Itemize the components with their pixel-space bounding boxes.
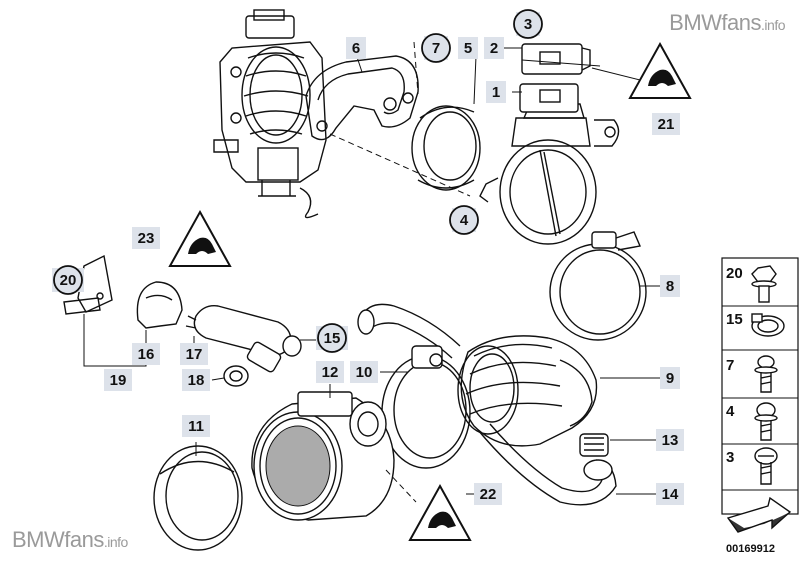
callout-21: 21	[652, 113, 680, 135]
callout-11: 11	[182, 415, 210, 437]
callout-13: 13	[656, 429, 684, 451]
throttle-body-assembly	[213, 9, 327, 219]
intake-boot	[457, 335, 598, 447]
watermark-suffix: .info	[761, 17, 785, 33]
callout-9: 9	[660, 367, 680, 389]
callout-7: 7	[421, 33, 451, 63]
callout-16: 16	[132, 343, 160, 365]
callout-10: 10	[350, 361, 378, 383]
watermark-suffix: .info	[103, 534, 128, 550]
callout-15: 15	[316, 323, 348, 353]
side-item-label: 4	[726, 403, 735, 420]
callout-5: 5	[458, 37, 478, 59]
side-item-label: 20	[726, 265, 743, 282]
callout-label: 1	[492, 84, 500, 101]
side-item-label: 15	[726, 311, 743, 328]
callout-label: 22	[480, 486, 497, 503]
breather-hose	[357, 303, 461, 359]
valve-holder	[136, 281, 183, 329]
callout-label: 6	[352, 40, 360, 57]
screw-washer-icon	[754, 355, 778, 393]
callout-label: 3	[524, 16, 532, 33]
watermark-brand: BMWfans	[12, 527, 104, 552]
small-parts-panel: 20 15 7 4 3	[721, 257, 799, 555]
callout-1: 1	[486, 81, 506, 103]
throttle-gasket	[305, 55, 419, 141]
side-item-label: 3	[726, 449, 734, 466]
callout-14: 14	[656, 483, 684, 505]
watermark-brand: BMWfans	[669, 10, 762, 35]
callout-label: 10	[356, 364, 373, 381]
callout-label: 17	[186, 346, 203, 363]
callout-label: 15	[324, 330, 341, 347]
connector-plug	[521, 43, 591, 75]
callout-20: 20	[52, 265, 84, 295]
arrow-icon	[726, 496, 792, 533]
sealing-ring	[411, 105, 481, 191]
callout-label: 16	[138, 346, 155, 363]
callout-label: 9	[666, 370, 674, 387]
warning-triangle-icon	[408, 483, 472, 541]
bolt-hex-washer-icon	[751, 265, 777, 303]
callout-label: 20	[60, 272, 77, 289]
callout-label: 2	[490, 40, 498, 57]
callout-label: 19	[110, 372, 127, 389]
callout-label: 13	[662, 432, 679, 449]
callout-label: 12	[322, 364, 339, 381]
vent-hose	[477, 423, 617, 506]
callout-label: 14	[662, 486, 679, 503]
callout-22: 22	[474, 483, 502, 505]
callout-label: 23	[138, 230, 155, 247]
warning-triangle-icon	[168, 209, 232, 267]
idle-control-valve	[185, 305, 302, 373]
warning-triangle-icon	[628, 41, 692, 99]
hose-clamp-large	[549, 231, 647, 341]
clamp-ring	[381, 345, 471, 469]
callout-4: 4	[449, 205, 479, 235]
callout-label: 7	[432, 40, 440, 57]
callout-label: 21	[658, 116, 675, 133]
callout-label: 4	[460, 212, 469, 229]
callout-18: 18	[182, 369, 210, 391]
callout-23: 23	[132, 227, 160, 249]
callout-17: 17	[180, 343, 208, 365]
adapter-ring	[153, 445, 243, 551]
bolt-hex-icon	[754, 402, 778, 441]
document-number: 00169912	[726, 543, 775, 555]
callout-3: 3	[513, 9, 543, 39]
callout-8: 8	[660, 275, 680, 297]
callout-label: 18	[188, 372, 205, 389]
watermark-top: BMWfans.info	[669, 10, 785, 36]
air-flow-meter	[251, 391, 417, 521]
callout-6: 6	[346, 37, 366, 59]
callout-label: 11	[188, 418, 204, 435]
hose-clamp-icon	[751, 313, 785, 337]
slotted-screw-icon	[754, 447, 778, 485]
rubber-bush	[223, 365, 249, 387]
side-item-label: 7	[726, 357, 734, 374]
callout-2: 2	[484, 37, 504, 59]
watermark-bottom: BMWfans.info	[12, 527, 128, 553]
throttle-housing	[479, 83, 620, 245]
callout-label: 5	[464, 40, 472, 57]
callout-12: 12	[316, 361, 344, 383]
callout-19: 19	[104, 369, 132, 391]
callout-label: 8	[666, 278, 674, 295]
